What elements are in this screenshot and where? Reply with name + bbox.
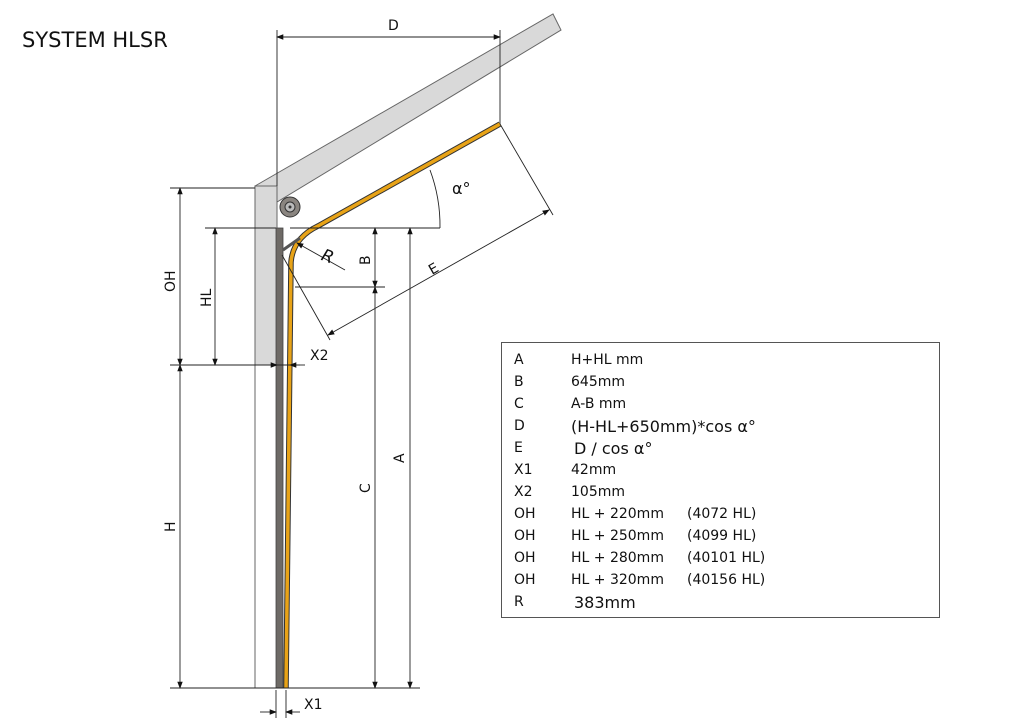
legend-row: OH HL + 280mm (40101 HL)	[514, 547, 939, 569]
legend-key: X1	[514, 462, 533, 478]
legend-note: (4072 HL)	[687, 506, 757, 522]
legend-value: 645mm	[571, 374, 625, 390]
legend-value: 42mm	[571, 462, 617, 478]
legend-key: C	[514, 396, 524, 412]
legend-value: HL + 220mm	[571, 506, 664, 522]
label-a: A	[392, 453, 408, 463]
label-d: D	[388, 18, 399, 34]
legend-row: OH HL + 220mm (4072 HL)	[514, 503, 939, 525]
label-e: E	[426, 260, 442, 278]
legend-value: A-B mm	[571, 396, 627, 412]
label-x2: X2	[310, 348, 329, 364]
dimension-legend: A H+HL mm B 645mm C A-B mm D (H-HL+650mm)*co…	[501, 342, 940, 618]
legend-key: A	[514, 352, 524, 368]
label-oh: OH	[163, 270, 179, 292]
legend-note: (40156 HL)	[687, 572, 766, 588]
label-x1: X1	[304, 697, 323, 713]
label-alpha: α°	[452, 179, 471, 198]
legend-value: HL + 250mm	[571, 528, 664, 544]
legend-note: (4099 HL)	[687, 528, 757, 544]
track-bracket	[282, 236, 301, 252]
legend-value: (H-HL+650mm)*cos α°	[571, 416, 756, 436]
legend-key: E	[514, 440, 523, 456]
spring-drum-icon	[279, 196, 301, 218]
legend-row: OH HL + 320mm (40156 HL)	[514, 569, 939, 591]
track-outline	[283, 121, 502, 689]
label-hl: HL	[199, 288, 215, 307]
legend-key: OH	[514, 528, 536, 544]
label-c: C	[358, 483, 374, 493]
legend-value: D / cos α°	[574, 438, 653, 458]
dimension-lines	[170, 30, 554, 718]
legend-row: C A-B mm	[514, 393, 939, 415]
legend-key: R	[514, 594, 524, 610]
legend-row: A H+HL mm	[514, 349, 939, 371]
legend-key: OH	[514, 572, 536, 588]
legend-value: H+HL mm	[571, 352, 644, 368]
legend-key: X2	[514, 484, 533, 500]
legend-row: D (H-HL+650mm)*cos α°	[514, 415, 939, 437]
door-panel	[275, 227, 284, 689]
legend-row: X2 105mm	[514, 481, 939, 503]
legend-row: OH HL + 250mm (4099 HL)	[514, 525, 939, 547]
legend-row: X1 42mm	[514, 459, 939, 481]
legend-key: B	[514, 374, 524, 390]
diagram-title: SYSTEM HLSR	[22, 28, 168, 52]
track	[284, 122, 501, 689]
legend-key: OH	[514, 506, 536, 522]
legend-note: (40101 HL)	[687, 550, 766, 566]
legend-key: OH	[514, 550, 536, 566]
legend-value: HL + 320mm	[571, 572, 664, 588]
legend-value: HL + 280mm	[571, 550, 664, 566]
label-h: H	[163, 521, 179, 532]
legend-row: R 383mm	[514, 591, 939, 613]
legend-value: 105mm	[571, 484, 625, 500]
legend-row: B 645mm	[514, 371, 939, 393]
wall-header	[254, 185, 278, 366]
label-b: B	[358, 255, 374, 265]
legend-row: E D / cos α°	[514, 437, 939, 459]
label-r: R	[319, 245, 337, 268]
legend-key: D	[514, 418, 525, 434]
legend-value: 383mm	[574, 592, 636, 612]
